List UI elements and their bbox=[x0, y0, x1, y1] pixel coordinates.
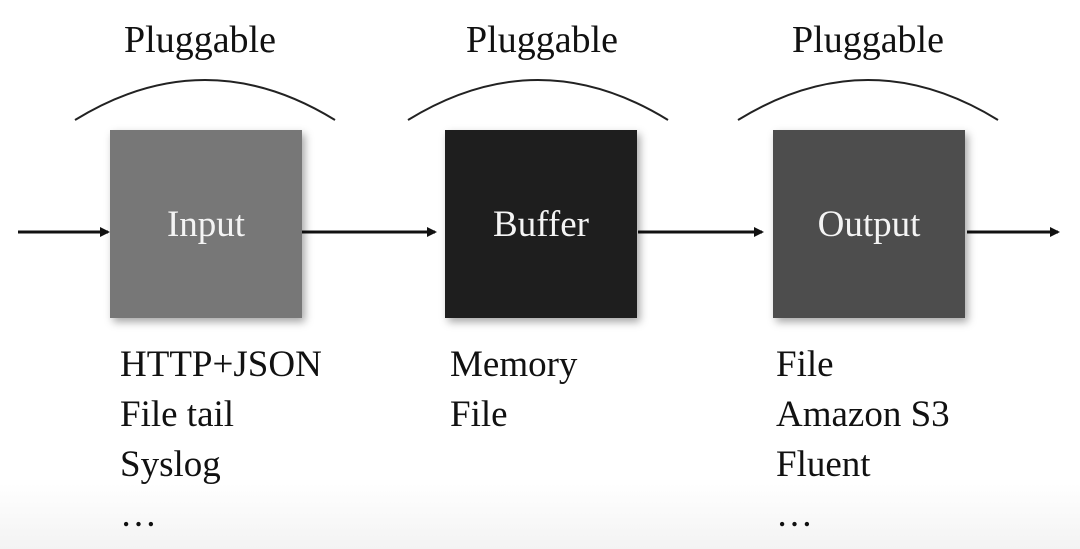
output-box: Output bbox=[773, 130, 965, 318]
pluggable-label-input: Pluggable bbox=[124, 19, 276, 61]
buffer-box: Buffer bbox=[445, 130, 637, 318]
list-item: HTTP+JSON bbox=[120, 344, 322, 385]
list-item: Memory bbox=[450, 344, 578, 385]
pluggable-arc-input bbox=[74, 79, 336, 121]
pluggable-label-output: Pluggable bbox=[792, 19, 944, 61]
input-box: Input bbox=[110, 130, 302, 318]
list-item: File bbox=[450, 394, 508, 435]
pluggable-label-buffer: Pluggable bbox=[466, 19, 618, 61]
input-plugin-list: HTTP+JSON File tail Syslog … bbox=[120, 340, 322, 540]
output-plugin-list: File Amazon S3 Fluent … bbox=[776, 340, 950, 540]
buffer-plugin-list: Memory File bbox=[450, 340, 577, 440]
list-item: Fluent bbox=[776, 444, 871, 485]
list-item: Amazon S3 bbox=[776, 394, 950, 435]
list-item: Syslog bbox=[120, 444, 221, 485]
list-item: … bbox=[120, 494, 157, 535]
list-item: File bbox=[776, 344, 834, 385]
pluggable-arc-buffer bbox=[407, 79, 669, 121]
list-item: File tail bbox=[120, 394, 235, 435]
list-item: … bbox=[776, 494, 813, 535]
pluggable-arc-output bbox=[737, 79, 999, 121]
